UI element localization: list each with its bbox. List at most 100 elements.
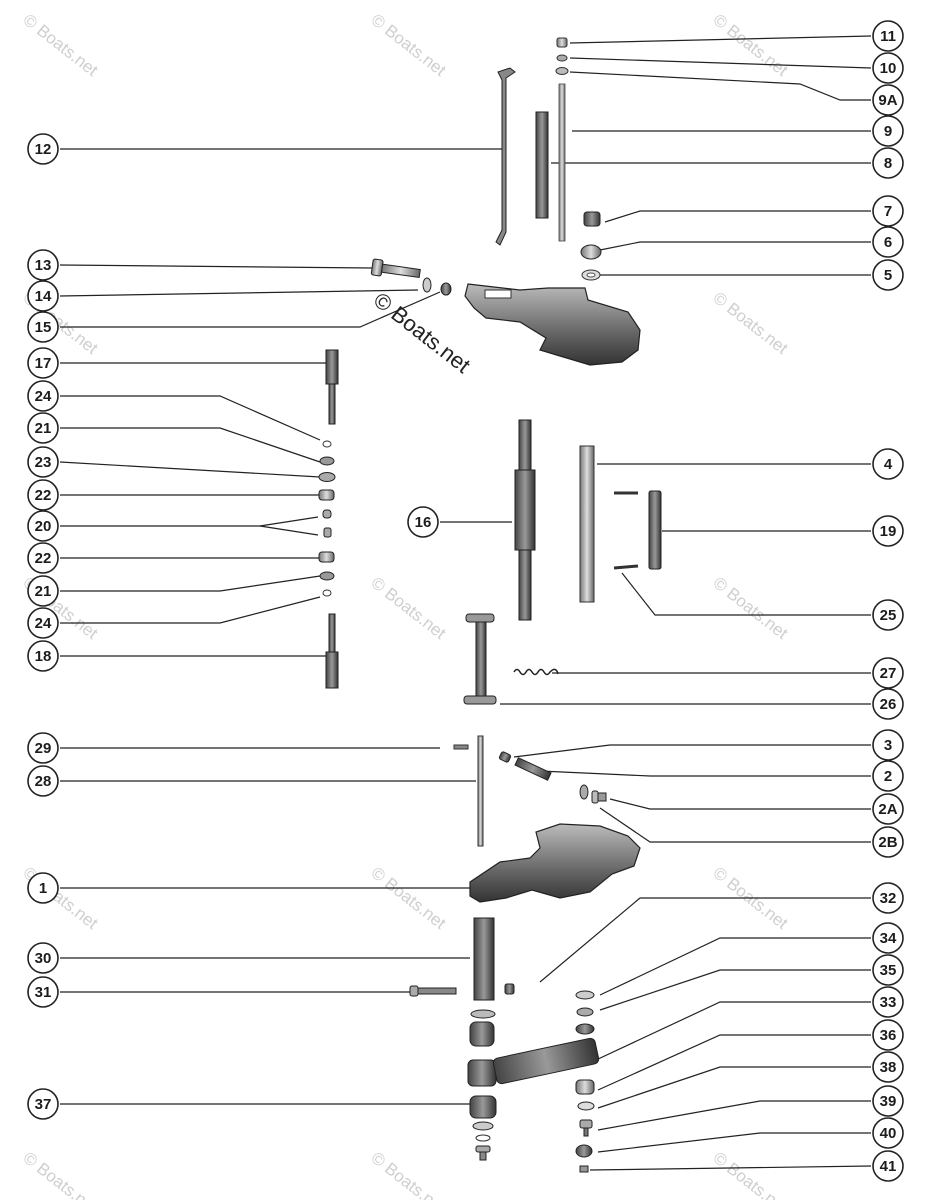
callout-40: 40 [872, 1117, 904, 1149]
svg-text:9A: 9A [878, 92, 897, 109]
part-lower-bracket-1 [469, 823, 641, 903]
part-rod-9 [558, 83, 566, 242]
svg-text:26: 26 [880, 696, 897, 713]
callout-16: 16 [407, 506, 439, 538]
part-2 [514, 757, 552, 781]
callout-15: 15 [27, 311, 59, 343]
part-spring-27 [513, 668, 559, 676]
part-bolt-31 [409, 985, 457, 997]
svg-text:30: 30 [35, 950, 52, 967]
svg-text:2: 2 [884, 768, 892, 785]
svg-text:40: 40 [880, 1125, 897, 1142]
callouts: 11 10 9A 9 12 8 7 6 13 5 14 15 17 24 21 … [27, 20, 904, 1182]
callout-35: 35 [872, 954, 904, 986]
svg-text:21: 21 [35, 420, 52, 437]
part-39 [579, 1119, 593, 1129]
part-20-top [322, 509, 332, 519]
part-24-top [322, 440, 332, 448]
svg-text:35: 35 [880, 962, 897, 979]
callout-14: 14 [27, 280, 59, 312]
callout-28: 28 [27, 765, 59, 797]
svg-text:21: 21 [35, 583, 52, 600]
svg-text:25: 25 [880, 607, 897, 624]
svg-text:20: 20 [35, 518, 52, 535]
svg-text:3: 3 [884, 737, 892, 754]
part-3 [498, 751, 512, 763]
callout-29: 29 [27, 732, 59, 764]
svg-text:2A: 2A [878, 801, 897, 818]
part-upper-bracket [464, 283, 641, 366]
callout-41: 41 [872, 1150, 904, 1182]
watermark-text: © Boats.net [368, 573, 450, 643]
svg-text:9: 9 [884, 123, 892, 140]
callout-9: 9 [872, 115, 904, 147]
part-nut-11 [556, 37, 568, 48]
svg-text:19: 19 [880, 523, 897, 540]
part-24-bottom [322, 589, 332, 597]
svg-text:32: 32 [880, 890, 897, 907]
part-tube-8 [535, 111, 549, 219]
part-link-18 [325, 613, 339, 689]
watermark-text: © Boats.net [710, 1148, 792, 1200]
part-nut-15 [440, 282, 452, 296]
part-washer-9a [555, 67, 569, 75]
svg-text:5: 5 [884, 267, 892, 284]
part-23 [318, 472, 336, 482]
svg-text:33: 33 [880, 994, 897, 1011]
watermark-text: © Boats.net [368, 1148, 450, 1200]
part-2b [579, 784, 589, 800]
callout-2b: 2B [872, 826, 904, 858]
svg-text:15: 15 [35, 319, 52, 336]
svg-text:8: 8 [884, 155, 892, 172]
callout-38: 38 [872, 1051, 904, 1083]
watermark-text: © Boats.net [710, 288, 792, 358]
part-20-bottom [323, 527, 332, 538]
svg-text:6: 6 [884, 234, 892, 251]
callout-37: 37 [27, 1088, 59, 1120]
svg-text:34: 34 [880, 930, 897, 947]
part-41 [579, 1165, 589, 1173]
part-tube-30 [473, 917, 495, 1001]
part-35 [576, 1007, 594, 1017]
watermark-text: © Boats.net [368, 863, 450, 933]
callout-4: 4 [872, 448, 904, 480]
svg-text:24: 24 [35, 615, 52, 632]
svg-text:13: 13 [35, 257, 52, 274]
callout-5: 5 [872, 259, 904, 291]
svg-text:24: 24 [35, 388, 52, 405]
watermark-text: © Boats.net [20, 10, 102, 80]
part-bent-rod-12 [495, 67, 516, 246]
parts [318, 37, 662, 1173]
callout-30: 30 [27, 942, 59, 974]
callout-23: 23 [27, 446, 59, 478]
part-pin-25b [613, 564, 639, 570]
callout-24: 24 [27, 380, 59, 412]
svg-text:14: 14 [35, 288, 52, 305]
part-37 [469, 1095, 497, 1119]
callout-22: 22 [27, 542, 59, 574]
svg-text:17: 17 [35, 355, 52, 372]
part-21-bottom [319, 571, 335, 581]
part-29 [453, 744, 469, 750]
callout-10: 10 [872, 52, 904, 84]
part-40 [575, 1144, 593, 1158]
callout-36: 36 [872, 1019, 904, 1051]
callout-27: 27 [872, 657, 904, 689]
callout-12: 12 [27, 133, 59, 165]
callout-33: 33 [872, 986, 904, 1018]
callout-18: 18 [27, 640, 59, 672]
part-bolt-26 [463, 613, 497, 705]
callout-19: 19 [872, 515, 904, 547]
svg-text:39: 39 [880, 1093, 897, 1110]
callout-8: 8 [872, 147, 904, 179]
callout-11: 11 [872, 20, 904, 52]
part-rod-28 [477, 735, 484, 847]
callout-32: 32 [872, 882, 904, 914]
part-washer-10 [556, 54, 568, 62]
svg-text:22: 22 [35, 550, 52, 567]
watermark-text: © Boats.net [710, 573, 792, 643]
part-32 [504, 983, 515, 995]
svg-text:18: 18 [35, 648, 52, 665]
svg-text:41: 41 [880, 1158, 897, 1175]
svg-text:11: 11 [880, 28, 896, 45]
